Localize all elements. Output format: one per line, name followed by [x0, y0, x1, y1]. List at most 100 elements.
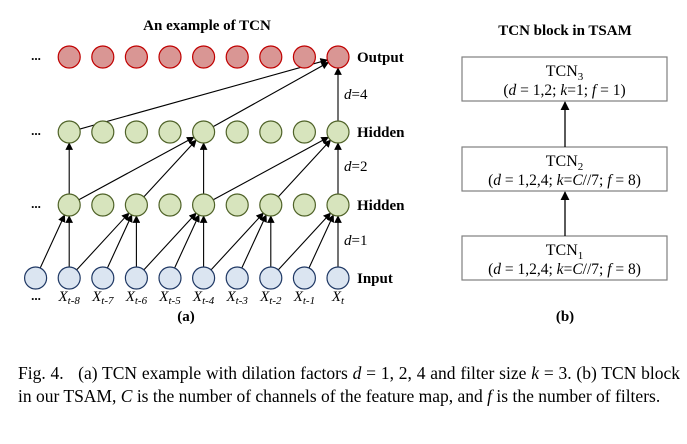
hidden-node: [91, 120, 115, 144]
tcn-blocks: TCN3(d = 1,2; k=1; f = 1)TCN2(d = 1,2,4;…: [461, 56, 668, 281]
edge-d4: [212, 61, 330, 128]
panel-a-title: An example of TCN: [143, 18, 271, 34]
ellipsis: ...: [31, 196, 41, 211]
caption-text-2: = 1, 2, 4 and filter size: [361, 363, 527, 383]
block-name: TCN3: [546, 63, 584, 83]
block-name: TCN1: [546, 242, 584, 262]
edge-d1: [210, 212, 264, 271]
layer-label-output: Output: [357, 50, 404, 66]
ellipsis: ...: [31, 288, 41, 303]
panel-b-title: TCN block in TSAM: [498, 23, 632, 39]
hidden-node: [259, 120, 283, 144]
caption-text-3: = 3. (b) TCN block in our TSAM,: [18, 363, 681, 406]
edge-d2: [78, 136, 195, 201]
input-label: Xt-8: [57, 289, 80, 307]
hidden-node: [292, 193, 316, 217]
input-node: [124, 266, 148, 290]
hidden-node: [225, 120, 249, 144]
input-node: [326, 266, 350, 290]
edge-d1: [39, 214, 66, 269]
figure-caption: Fig. 4. (a) TCN example with dilation fa…: [18, 362, 680, 408]
input-label: Xt-5: [158, 289, 181, 307]
input-node: [158, 266, 182, 290]
ellipsis: ...: [31, 48, 41, 63]
hidden-node: [91, 193, 115, 217]
hidden-node: [192, 193, 216, 217]
output-node: [124, 45, 148, 69]
input-node: [225, 266, 249, 290]
edge-d1: [76, 212, 130, 271]
layer-label-hidden: Hidden: [357, 198, 405, 214]
tcn-block-2: TCN2(d = 1,2,4; k=C//7; f = 8): [461, 146, 668, 192]
output-node: [158, 45, 182, 69]
hidden-node: [192, 120, 216, 144]
output-node: [225, 45, 249, 69]
block-name: TCN2: [546, 153, 584, 173]
output-node: [292, 45, 316, 69]
edge-d1: [143, 212, 197, 271]
hidden-node: [57, 193, 81, 217]
input-node: [57, 266, 81, 290]
caption-var-c: C: [120, 386, 133, 406]
panel-b-label: (b): [556, 309, 574, 325]
edge-d1: [308, 214, 335, 269]
layer-label-hidden: Hidden: [357, 125, 405, 141]
output-node: [259, 45, 283, 69]
dilation-label: d=1: [344, 233, 367, 249]
caption-fig-number: Fig. 4.: [18, 363, 64, 383]
tcn-edges: [39, 58, 342, 271]
block-params: (d = 1,2,4; k=C//7; f = 8): [488, 261, 641, 278]
hidden-node: [57, 120, 81, 144]
caption-var-f: f: [487, 386, 493, 406]
ellipsis: ...: [31, 123, 41, 138]
input-node: [259, 266, 283, 290]
edge-d1: [106, 214, 133, 269]
edge-d1: [174, 214, 200, 269]
edge-d1: [277, 212, 332, 271]
input-label: Xt-3: [225, 289, 248, 307]
input-label: Xt: [331, 289, 345, 307]
caption-var-k: k: [531, 363, 539, 383]
tcn-block-3: TCN3(d = 1,2; k=1; f = 1): [461, 56, 668, 102]
caption-var-d: d: [352, 363, 362, 383]
output-node: [326, 45, 350, 69]
input-node: [23, 266, 48, 290]
tcn-labels: Output... Hidden... Hidden... Input d=4 d=2 d=…: [31, 48, 405, 307]
edge-d2: [213, 136, 330, 201]
input-label: Xt-4: [192, 289, 215, 307]
block-params: (d = 1,2,4; k=C//7; f = 8): [488, 172, 641, 189]
panel-a-label: (a): [177, 309, 195, 325]
input-label: Xt-1: [293, 289, 315, 307]
hidden-node: [124, 120, 148, 144]
input-label: Xt-2: [259, 289, 282, 307]
tcn-figure: An example of TCN Output... Hidden... Hidd…: [23, 18, 668, 325]
caption-text-5: is the number of filters.: [492, 386, 661, 406]
output-node: [91, 45, 115, 69]
edge-d4: [79, 58, 329, 130]
hidden-node: [259, 193, 283, 217]
layer-label-input: Input: [357, 271, 393, 287]
tcn-block-1: TCN1(d = 1,2,4; k=C//7; f = 8): [461, 235, 668, 281]
input-label: Xt-6: [125, 289, 148, 307]
hidden-node: [225, 193, 249, 217]
caption-text-4: is the number of channels of the feature…: [132, 386, 483, 406]
edge-d2: [277, 139, 332, 198]
input-node: [91, 266, 115, 290]
tcn-nodes: [23, 45, 350, 290]
edge-d2: [143, 139, 197, 198]
input-label: Xt-7: [91, 289, 114, 307]
input-node: [292, 266, 316, 290]
hidden-node: [326, 120, 350, 144]
hidden-node: [158, 120, 182, 144]
dilation-label: d=4: [344, 87, 368, 103]
hidden-node: [158, 193, 182, 217]
hidden-node: [292, 120, 316, 144]
caption-text-1: (a) TCN example with dilation factors: [78, 363, 348, 383]
hidden-node: [326, 193, 350, 217]
output-node: [192, 45, 216, 69]
input-node: [192, 266, 216, 290]
edge-d1: [241, 214, 267, 269]
dilation-label: d=2: [344, 159, 367, 175]
block-params: (d = 1,2; k=1; f = 1): [503, 82, 625, 99]
hidden-node: [124, 193, 148, 217]
